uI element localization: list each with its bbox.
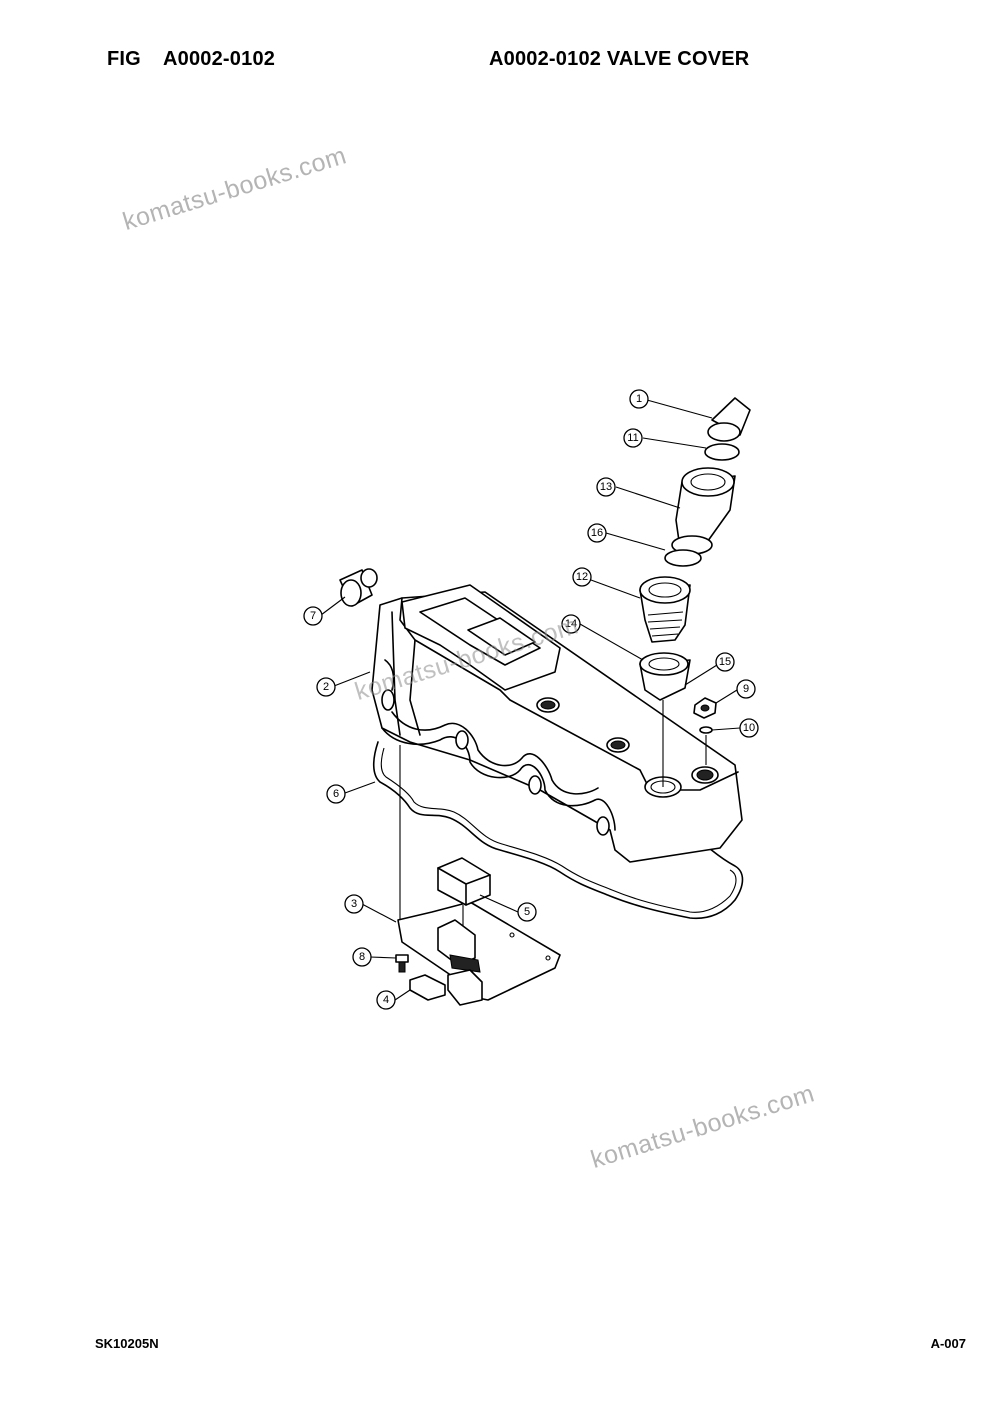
- callout-12: 12: [572, 567, 592, 587]
- callout-14-text: 14: [565, 618, 577, 630]
- callout-1-text: 1: [636, 393, 642, 405]
- bolt-9: [693, 697, 717, 719]
- callout-16-text: 16: [591, 527, 603, 539]
- fig-label: FIG: [107, 48, 141, 70]
- callout-3: 3: [344, 894, 364, 914]
- callout-11: 11: [623, 428, 643, 448]
- adapter: [639, 576, 691, 643]
- ring-16: [664, 549, 702, 567]
- callout-10: 10: [739, 718, 759, 738]
- callout-16: 16: [587, 523, 607, 543]
- callout-6: 6: [326, 784, 346, 804]
- callout-4-text: 4: [383, 994, 389, 1006]
- callout-2-text: 2: [323, 681, 329, 693]
- callout-12-text: 12: [576, 571, 588, 583]
- leader-lines: [320, 399, 741, 1001]
- callout-15-text: 15: [719, 656, 731, 668]
- callout-15: 15: [715, 652, 735, 672]
- breather-elbow: [339, 568, 378, 607]
- callout-7: 7: [303, 606, 323, 626]
- callout-5: 5: [517, 902, 537, 922]
- pad-4: [409, 974, 446, 1001]
- valve-cover-body: [371, 584, 743, 863]
- washer-10: [699, 726, 713, 734]
- callout-8-text: 8: [359, 951, 365, 963]
- filler-neck: [671, 467, 736, 555]
- callout-13-text: 13: [600, 481, 612, 493]
- gasket-inner: [380, 747, 737, 913]
- screw-8: [395, 954, 409, 973]
- callout-7-text: 7: [310, 610, 316, 622]
- callout-14: 14: [561, 614, 581, 634]
- callout-13: 13: [596, 477, 616, 497]
- block-5: [437, 857, 491, 906]
- fig-id: A0002-0102: [163, 48, 276, 70]
- page-number: A-007: [930, 1336, 966, 1351]
- callout-9: 9: [736, 679, 756, 699]
- callout-5-text: 5: [524, 906, 530, 918]
- callout-6-text: 6: [333, 788, 339, 800]
- figure-title: A0002-0102 VALVE COVER: [489, 48, 750, 70]
- filler-cap: [707, 397, 751, 442]
- callout-2: 2: [316, 677, 336, 697]
- fitting-nut: [639, 652, 691, 701]
- bracket-plate: [397, 901, 561, 1001]
- connector-block: [437, 919, 483, 1006]
- callout-1: 1: [629, 389, 649, 409]
- callout-11-text: 11: [627, 432, 638, 444]
- callout-10-text: 10: [743, 722, 755, 734]
- callout-8: 8: [352, 947, 372, 967]
- callout-4: 4: [376, 990, 396, 1010]
- o-ring-11: [704, 443, 740, 461]
- gasket-outline: [372, 741, 744, 920]
- callout-3-text: 3: [351, 898, 357, 910]
- document-code: SK10205N: [95, 1336, 159, 1351]
- callout-9-text: 9: [743, 683, 749, 695]
